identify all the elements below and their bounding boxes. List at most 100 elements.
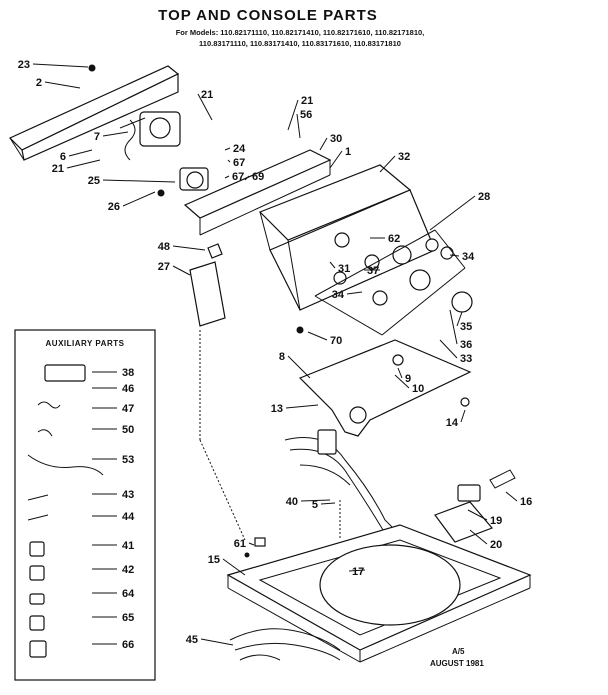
callout-leader-56 xyxy=(296,113,301,139)
callout-45: 45 xyxy=(186,634,198,646)
callout-leader-40 xyxy=(300,499,331,502)
callout-27: 27 xyxy=(158,261,170,273)
footer-date: AUGUST 1981 xyxy=(430,659,484,668)
aux-callout-47: 47 xyxy=(122,403,134,415)
callout-35: 35 xyxy=(460,321,472,333)
callout-leader-67 xyxy=(227,159,231,163)
aux-parts-drawings xyxy=(27,364,104,658)
callout-leader-14 xyxy=(460,409,466,423)
auxiliary-parts-title: AUXILIARY PARTS xyxy=(46,339,125,348)
callout-leader-28 xyxy=(429,195,476,231)
callout-20: 20 xyxy=(490,539,502,551)
console-panel-drawing xyxy=(258,164,436,311)
callout-17: 17 xyxy=(352,566,364,578)
aux-callout-42: 42 xyxy=(122,564,134,576)
callout-62: 62 xyxy=(388,233,400,245)
callout-9: 9 xyxy=(405,373,411,385)
callout-48: 48 xyxy=(158,241,170,253)
callout-leader-45 xyxy=(200,638,234,646)
console-bracket-drawing xyxy=(183,149,332,236)
callout-10: 10 xyxy=(412,383,424,395)
aux-callout-50: 50 xyxy=(122,424,134,436)
callout-leader-13 xyxy=(285,404,319,409)
models-line-1: For Models: 110.82171110, 110.82171410, … xyxy=(176,28,425,37)
callout-leader-21 xyxy=(197,93,213,121)
callout-leader-6 xyxy=(68,149,93,157)
aux-callout-65: 65 xyxy=(122,612,134,624)
callout-24: 24 xyxy=(233,143,246,155)
callout-13: 13 xyxy=(271,403,283,415)
callout-34: 34 xyxy=(462,251,475,263)
callout-leader-16 xyxy=(505,491,518,502)
callout-leader-35 xyxy=(456,311,463,327)
callout-15: 15 xyxy=(208,554,220,566)
callout-leader-27 xyxy=(172,265,191,276)
callout-leader-7 xyxy=(102,131,129,137)
callout-37: 37 xyxy=(367,265,379,277)
callout-1: 1 xyxy=(345,146,351,158)
aux-callout-53: 53 xyxy=(122,454,134,466)
guide-lines xyxy=(199,330,341,541)
switch-parts-drawing xyxy=(434,469,516,543)
callout-leader-48 xyxy=(172,245,206,251)
callout-leader-24 xyxy=(224,147,231,151)
aux-callout-38: 38 xyxy=(122,367,134,379)
callout-leader-8 xyxy=(287,355,311,379)
aux-callout-43: 43 xyxy=(122,489,134,501)
callout-leader-61 xyxy=(248,542,255,546)
callout-leader-30 xyxy=(319,137,328,151)
callout-leader-21 xyxy=(287,99,299,131)
aux-callout-46: 46 xyxy=(122,383,134,395)
callout-33: 33 xyxy=(460,353,472,365)
callout-leader-33 xyxy=(439,339,458,359)
washer-top-drawing xyxy=(226,524,532,663)
callout-leader-20 xyxy=(469,529,488,545)
callout-5: 5 xyxy=(312,499,318,511)
callout-56: 56 xyxy=(300,109,312,121)
callout-21: 21 xyxy=(301,95,313,107)
callout-70: 70 xyxy=(330,335,342,347)
callout-8: 8 xyxy=(279,351,285,363)
callout-leader-32 xyxy=(379,155,396,173)
callout-23: 23 xyxy=(18,59,30,71)
callout-leader-26 xyxy=(122,191,156,207)
callout-40: 40 xyxy=(286,496,298,508)
aux-callout-66: 66 xyxy=(122,639,134,651)
callout-26: 26 xyxy=(108,201,120,213)
callout-leader-67 xyxy=(224,175,230,179)
timer-assembly-drawing xyxy=(119,111,209,191)
callout-30: 30 xyxy=(330,133,342,145)
callout-6: 6 xyxy=(60,151,66,163)
callout-21: 21 xyxy=(52,163,64,175)
aux-callout-64: 64 xyxy=(122,588,135,600)
callout-leader-21 xyxy=(66,159,101,169)
callout-67: 67 xyxy=(233,157,245,169)
callout-14: 14 xyxy=(446,417,459,429)
callout-leader-10 xyxy=(394,374,410,389)
callout-leader-5 xyxy=(320,502,336,505)
callout-21: 21 xyxy=(201,89,213,101)
callout-69: 69 xyxy=(252,171,264,183)
callout-leader-9 xyxy=(397,367,403,379)
callout-leader-36 xyxy=(449,309,458,345)
callout-25: 25 xyxy=(88,175,100,187)
callout-31: 31 xyxy=(338,263,350,275)
top-panel-drawing xyxy=(8,64,180,161)
callout-7: 7 xyxy=(94,131,100,143)
callout-32: 32 xyxy=(398,151,410,163)
aux-callout-41: 41 xyxy=(122,540,134,552)
callout-16: 16 xyxy=(520,496,532,508)
callout-28: 28 xyxy=(478,191,490,203)
callout-leader-34 xyxy=(346,291,363,295)
models-line-2: 110.83171110, 110.83171410, 110.83171610… xyxy=(199,39,401,48)
callout-leader-23 xyxy=(32,63,89,68)
callout-leader-17 xyxy=(348,569,366,572)
callout-leader-1 xyxy=(329,150,343,169)
callout-61: 61 xyxy=(234,538,246,550)
small-parts-drawing xyxy=(157,189,304,334)
callout-leader-70 xyxy=(307,331,328,341)
callout-leader-2 xyxy=(44,81,81,89)
